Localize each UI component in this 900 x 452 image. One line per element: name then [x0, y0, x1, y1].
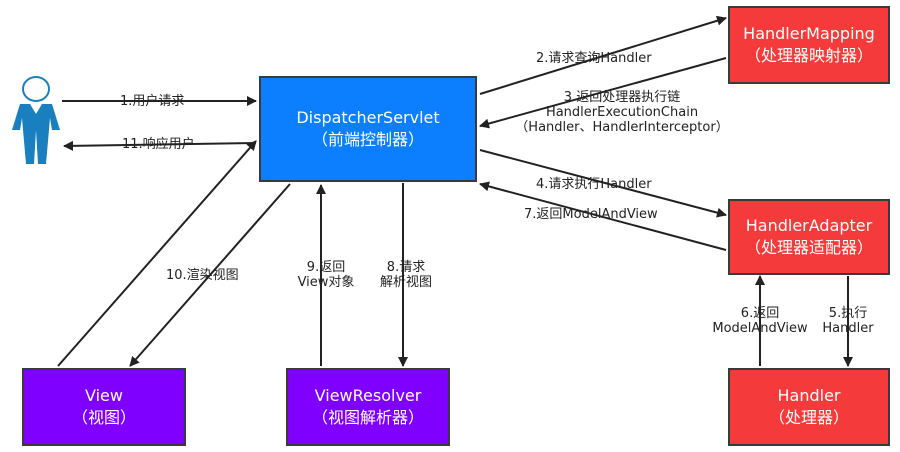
handler-box: Handler （处理器） — [728, 368, 890, 446]
handler-adapter-box: HandlerAdapter （处理器适配器） — [728, 199, 890, 275]
step-2-label: 2.请求查询Handler — [536, 51, 652, 66]
step-3-line2: HandlerExecutionChain — [545, 105, 699, 120]
step-10-label: 10.渲染视图 — [166, 268, 239, 283]
view-resolver-subtitle: （视图解析器） — [311, 408, 424, 427]
view-resolver-box: ViewResolver （视图解析器） — [286, 368, 450, 446]
dispatcher-subtitle: （前端控制器） — [311, 130, 424, 149]
step-9-label: 9.返回 View对象 — [286, 260, 366, 290]
handler-title: Handler — [777, 386, 841, 405]
step-6-label: 6.返回 ModelAndView — [705, 306, 815, 336]
view-resolver-title: ViewResolver — [314, 386, 422, 405]
step-5-line2: Handler — [822, 321, 874, 336]
step-11-label: 11.响应用户 — [122, 137, 195, 152]
handler-adapter-title: HandlerAdapter — [745, 216, 873, 235]
step-6-line2: ModelAndView — [712, 321, 808, 336]
step-3-line1: 3.返回处理器执行链 — [563, 90, 681, 105]
handler-mapping-box: HandlerMapping （处理器映射器） — [728, 6, 890, 84]
step-9-line1: 9.返回 — [306, 260, 346, 275]
handler-mapping-title: HandlerMapping — [743, 24, 875, 43]
step-5-label: 5.执行 Handler — [812, 306, 884, 336]
step-9-line2: View对象 — [297, 275, 355, 290]
handler-adapter-subtitle: （处理器适配器） — [744, 238, 873, 257]
view-subtitle: （视图） — [71, 408, 136, 427]
arrow-respond-user — [63, 140, 257, 151]
arrow-return-modelandview — [479, 181, 727, 251]
dispatcher-servlet-box: DispatcherServlet （前端控制器） — [259, 76, 477, 182]
arrow-return-chain — [479, 57, 727, 129]
step-7-label: 7.返回ModelAndView — [524, 207, 658, 222]
step-3-label: 3.返回处理器执行链 HandlerExecutionChain （Handle… — [515, 90, 729, 135]
step-5-line1: 5.执行 — [828, 306, 868, 321]
step-8-line1: 8.请求 — [386, 260, 426, 275]
arrow-view-to-dispatcher — [57, 140, 257, 367]
step-8-label: 8.请求 解析视图 — [366, 260, 446, 290]
step-4-label: 4.请求执行Handler — [536, 177, 652, 192]
handler-mapping-subtitle: （处理器映射器） — [744, 46, 873, 65]
arrow-render-view — [129, 183, 291, 367]
dispatcher-title: DispatcherServlet — [296, 108, 440, 127]
view-box: View （视图） — [22, 368, 186, 446]
handler-subtitle: （处理器） — [768, 408, 849, 427]
arrow-query-handler — [479, 15, 727, 95]
user-figure-icon — [12, 76, 60, 164]
step-3-line3: （Handler、HandlerInterceptor） — [515, 120, 729, 135]
step-6-line1: 6.返回 — [740, 306, 780, 321]
step-1-label: 1.用户请求 — [120, 94, 185, 109]
view-title: View — [85, 386, 123, 405]
arrow-execute-handler — [479, 149, 727, 218]
step-8-line2: 解析视图 — [379, 275, 432, 290]
